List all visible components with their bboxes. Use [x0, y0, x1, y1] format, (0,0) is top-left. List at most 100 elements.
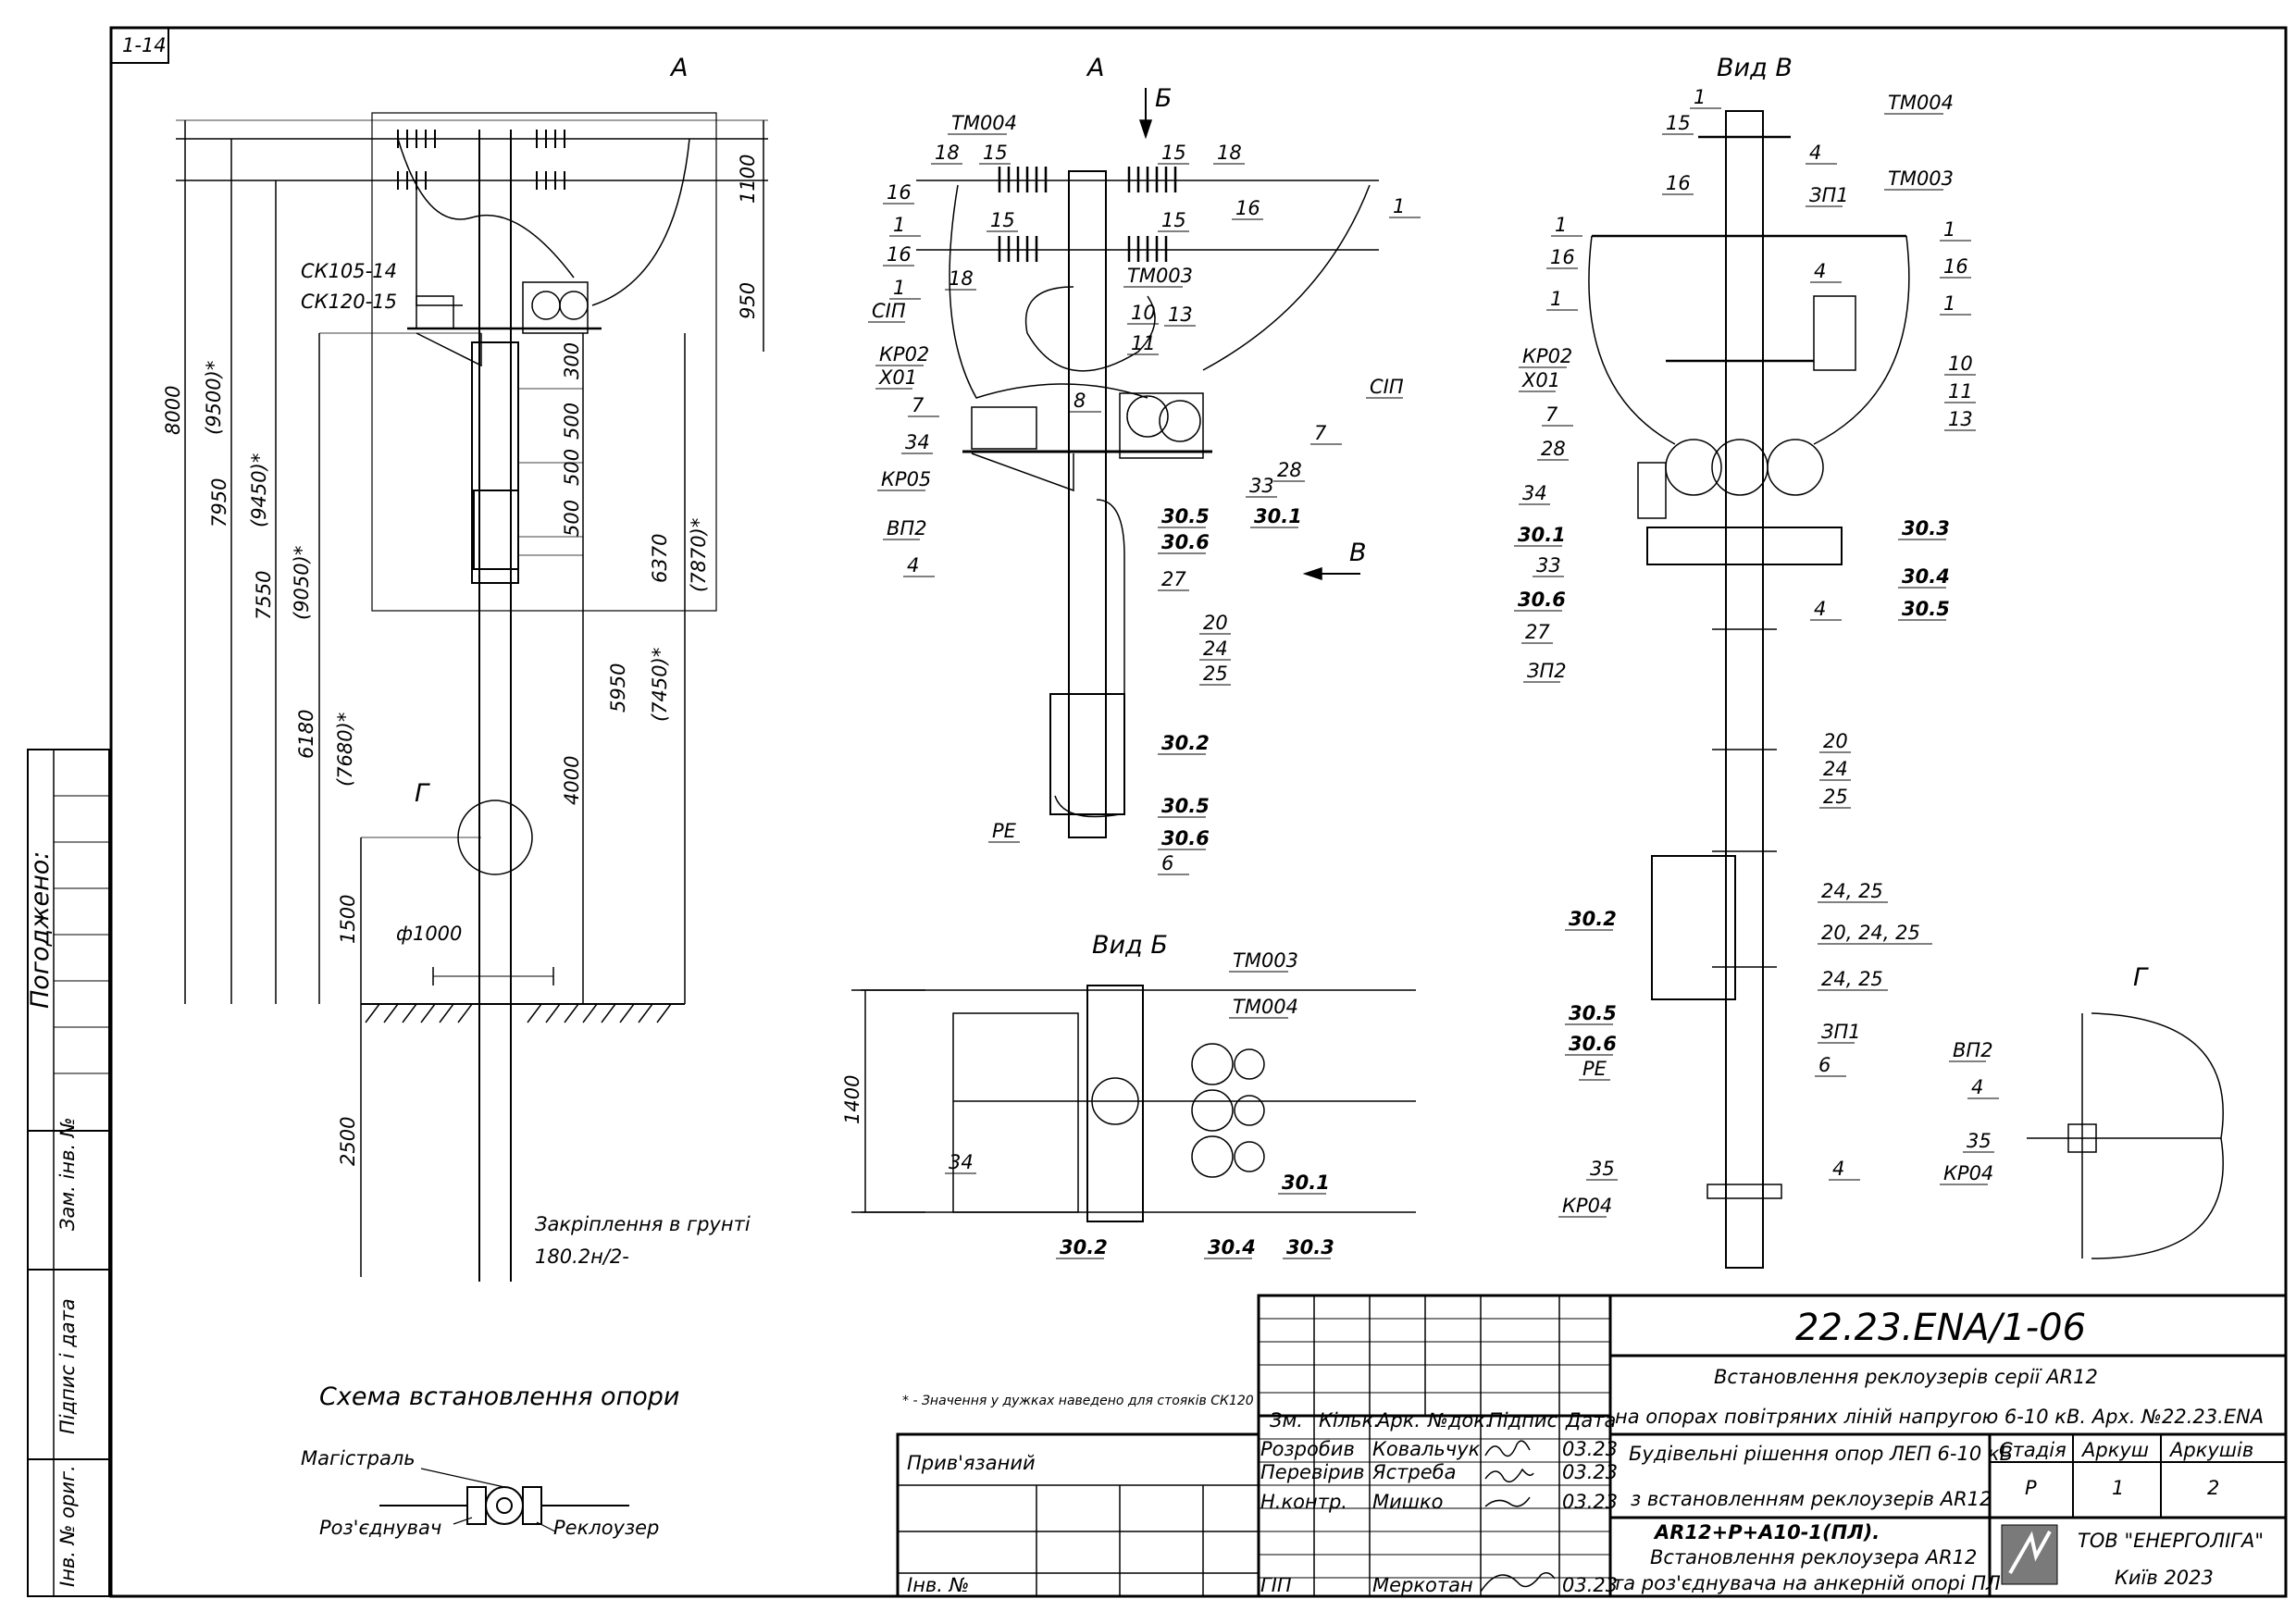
va-label-37: 25	[1203, 663, 1228, 685]
va-label-0: ТМ004	[951, 112, 1017, 134]
vv-label-12: 1	[1550, 288, 1562, 310]
row-role-2: Н.контр.	[1260, 1491, 1347, 1513]
vv-label-4: 16	[1666, 172, 1691, 194]
scheme-mainline: Магістраль	[301, 1447, 416, 1469]
dim-8000: 8000	[162, 386, 184, 435]
vv-label-30: ЗП2	[1527, 660, 1567, 682]
vv-label-29: 27	[1525, 621, 1550, 643]
row-role-3: ГІП	[1260, 1574, 1292, 1596]
va-label-20: Х01	[878, 366, 917, 389]
vv-label-40: 30.6	[1569, 1033, 1617, 1055]
col-kilk: Кільк.	[1319, 1409, 1380, 1432]
vb-label-4: 30.2	[1060, 1236, 1108, 1258]
section-a-label: А	[669, 54, 688, 82]
vv-label-33: 25	[1823, 786, 1848, 808]
va-label-11: 16	[887, 243, 912, 266]
company-logo	[2001, 1524, 2058, 1585]
row-date-3: 03.23	[1562, 1574, 1618, 1596]
stage-value: Р	[2025, 1477, 2037, 1499]
va-label-22: СІП	[1370, 376, 1404, 398]
va-label-39: 30.5	[1161, 795, 1210, 817]
vv-label-34: 24, 25	[1821, 880, 1883, 902]
dim-9500: (9500)*	[203, 361, 225, 435]
dim-4000: 4000	[561, 756, 583, 805]
dim-7550: 7550	[253, 571, 275, 620]
title-line-2: на опорах повітряних ліній напругою 6-10…	[1615, 1406, 2264, 1428]
dim-500a: 500	[561, 403, 583, 440]
anchoring-code: 180.2н/2-	[535, 1246, 629, 1268]
vv-label-25: 30.4	[1902, 565, 1950, 588]
vb-label-1: ТМ004	[1233, 996, 1298, 1018]
va-label-5: 16	[887, 181, 912, 204]
dim-6370: 6370	[649, 534, 671, 583]
col-zm: Зм.	[1270, 1409, 1303, 1432]
anchoring-label: Закріплення в грунті	[535, 1213, 751, 1235]
row-name-2: Мишко	[1372, 1491, 1444, 1513]
col-sign: Підпис	[1488, 1409, 1558, 1432]
vv-label-19: 13	[1948, 408, 1973, 430]
vv-label-2: 15	[1666, 112, 1691, 134]
vv-label-8: 1	[1943, 218, 1955, 241]
company-city: Київ 2023	[2115, 1567, 2214, 1589]
callout-ck120: СК120-15	[301, 291, 397, 313]
row-name-0: Ковальчук	[1372, 1438, 1481, 1460]
va-label-38: 30.2	[1161, 732, 1210, 754]
va-label-33: 30.6	[1161, 531, 1210, 553]
vv-label-38: 30.5	[1569, 1002, 1617, 1024]
side-row-1: Зам. інв. №	[56, 1117, 79, 1231]
vv-label-35: 30.2	[1569, 908, 1617, 930]
vv-label-41: РЕ	[1582, 1058, 1607, 1080]
vv-label-3: 4	[1809, 142, 1821, 164]
dim-7680: (7680)*	[334, 713, 356, 787]
va-label-24: 8	[1074, 390, 1086, 412]
view-v	[1588, 110, 1910, 1269]
vb-label-0: ТМ003	[1233, 949, 1298, 972]
va-label-7: 15	[990, 209, 1015, 231]
dim-1500: 1500	[337, 895, 359, 944]
va-label-41: 30.6	[1161, 827, 1210, 849]
dim-500b: 500	[561, 449, 583, 486]
va-label-26: КР05	[881, 468, 931, 490]
arrow-b-label: Б	[1155, 84, 1173, 113]
node-g-label: Г	[415, 779, 430, 808]
title-block	[896, 1294, 2288, 1598]
footnote: * - Значення у дужках наведено для стояк…	[902, 1394, 1254, 1408]
vb-label-6: 30.3	[1286, 1236, 1334, 1258]
dim-7950: 7950	[208, 478, 230, 527]
vv-label-13: 1	[1943, 292, 1955, 315]
vv-label-0: 1	[1694, 86, 1706, 108]
vv-label-18: 7	[1545, 403, 1558, 426]
dim-9050: (9050)*	[291, 546, 313, 620]
view-b-dim: 1400	[841, 1075, 863, 1124]
company-name: ТОВ "ЕНЕРГОЛІГА"	[2078, 1530, 2264, 1552]
row-date-1: 03.23	[1562, 1461, 1618, 1483]
view-a-detail	[916, 88, 1379, 838]
va-label-10: 1	[893, 277, 905, 299]
view-v-title: Вид В	[1717, 54, 1793, 82]
va-label-12: 18	[949, 267, 974, 290]
va-label-34: 27	[1161, 568, 1186, 590]
view-b-title: Вид Б	[1092, 931, 1168, 960]
sheets-label: Аркушів	[2168, 1439, 2253, 1461]
va-label-30: 30.5	[1161, 505, 1210, 527]
vv-label-31: 20	[1823, 730, 1848, 752]
vv-label-5: ЗП1	[1809, 184, 1849, 206]
va-label-23: 34	[905, 431, 930, 453]
drawing-code: 22.23.ENA/1-06	[1795, 1307, 2086, 1349]
row-date-2: 03.23	[1562, 1491, 1618, 1513]
va-label-13: ТМ003	[1127, 265, 1193, 287]
va-label-2: 15	[983, 142, 1008, 164]
dim-300: 300	[561, 342, 583, 379]
row-name-3: Меркотан	[1372, 1574, 1473, 1596]
dim-2500: 2500	[337, 1117, 359, 1166]
va-label-35: 20	[1203, 612, 1228, 634]
va-label-1: 18	[935, 142, 960, 164]
sheets-value: 2	[2207, 1477, 2219, 1499]
diameter-label: ф1000	[396, 923, 462, 945]
vb-label-3: 30.1	[1282, 1172, 1330, 1194]
row-date-0: 03.23	[1562, 1438, 1618, 1460]
vv-label-6: ТМ003	[1888, 167, 1954, 190]
